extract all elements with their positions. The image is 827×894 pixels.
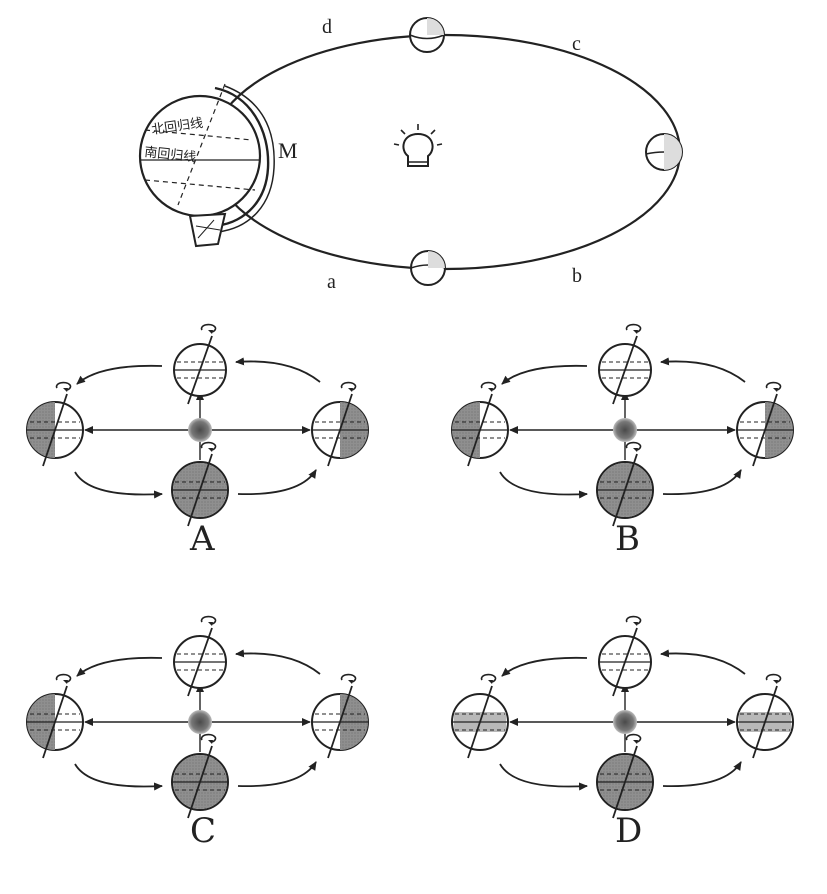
sun-icon bbox=[613, 710, 637, 734]
option-panel-D: D bbox=[452, 617, 793, 851]
sun-icon bbox=[188, 710, 212, 734]
orbit-arrow-top-left bbox=[77, 658, 162, 676]
orbit-arrow-bottom-left bbox=[75, 764, 162, 787]
option-panel-C: C bbox=[27, 617, 368, 851]
option-panels: A B C D bbox=[27, 325, 793, 851]
orbit-earth-bottom bbox=[411, 251, 445, 285]
lamp-icon bbox=[394, 124, 442, 166]
orbit-earth-top bbox=[410, 18, 444, 52]
earth-right bbox=[737, 675, 793, 758]
option-label: C bbox=[190, 811, 216, 851]
earth-top bbox=[599, 617, 651, 696]
earth-left bbox=[452, 383, 508, 466]
option-panel-A: A bbox=[27, 325, 368, 559]
orbit-arrow-bottom-right bbox=[663, 470, 741, 494]
option-panel-B: B bbox=[452, 325, 793, 559]
orbit-label-m: M bbox=[278, 138, 298, 163]
globe-model: 北回归线 南回归线 bbox=[140, 84, 274, 246]
earth-left bbox=[27, 675, 83, 758]
orbit-arrow-bottom-left bbox=[75, 472, 162, 495]
option-label: A bbox=[189, 519, 215, 559]
orbit-arrow-top-left bbox=[77, 366, 162, 384]
earth-left bbox=[27, 383, 83, 466]
orbit-earth-right bbox=[646, 134, 682, 170]
orbit-arrow-top-right bbox=[236, 361, 320, 382]
orbit-diagram: 北回归线 南回归线 d c a b M bbox=[140, 16, 682, 293]
earth-right bbox=[737, 383, 793, 466]
option-label: D bbox=[615, 811, 642, 851]
orbit-arrow-bottom-right bbox=[238, 762, 316, 786]
earth-left bbox=[452, 675, 508, 758]
orbit-arrow-bottom-right bbox=[238, 470, 316, 494]
orbit-label-c: c bbox=[572, 33, 581, 55]
earth-top bbox=[599, 325, 651, 404]
orbit-arrow-bottom-right bbox=[663, 762, 741, 786]
orbit-arrow-bottom-left bbox=[500, 764, 587, 787]
orbit-label-b: b bbox=[572, 265, 582, 287]
orbit-arrow-top-right bbox=[661, 361, 745, 382]
earth-top bbox=[174, 617, 226, 696]
earth-top bbox=[174, 325, 226, 404]
orbit-arrow-top-right bbox=[236, 653, 320, 674]
orbit-arrow-top-left bbox=[502, 366, 587, 384]
orbit-arrow-top-left bbox=[502, 658, 587, 676]
earth-right bbox=[312, 383, 368, 466]
option-label: B bbox=[615, 519, 640, 559]
earth-right bbox=[312, 675, 368, 758]
sun-icon bbox=[613, 418, 637, 442]
sun-icon bbox=[188, 418, 212, 442]
orbit-arrow-top-right bbox=[661, 653, 745, 674]
orbit-label-a: a bbox=[327, 271, 336, 293]
orbit-label-d: d bbox=[322, 16, 332, 38]
orbit-arrow-bottom-left bbox=[500, 472, 587, 495]
